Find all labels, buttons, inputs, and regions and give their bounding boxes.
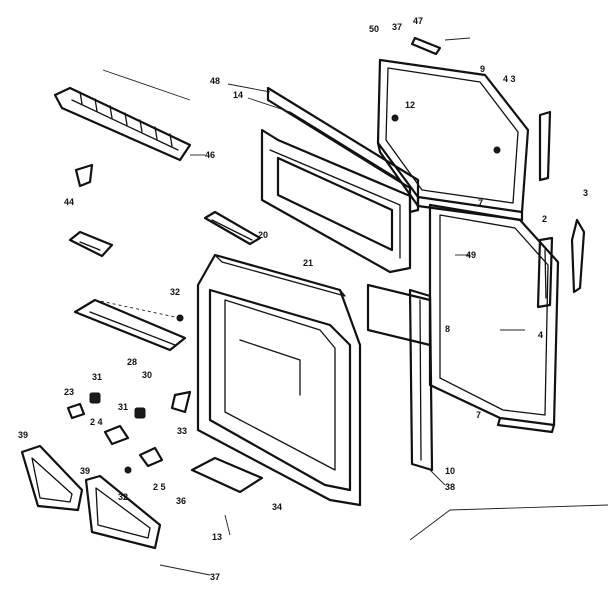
gasket-left <box>20 444 84 512</box>
door-handle <box>570 218 586 294</box>
inner-frame <box>366 283 432 347</box>
hinge-bracket <box>536 236 554 309</box>
label-44: 44 <box>64 197 74 207</box>
door-rack <box>53 86 192 162</box>
label-43: 4 3 <box>503 74 516 84</box>
label-38: 38 <box>445 482 455 492</box>
freezer-liner <box>260 86 420 274</box>
label-39b: 39 <box>80 466 90 476</box>
label-49: 49 <box>466 250 476 260</box>
label-31b: 31 <box>118 402 128 412</box>
label-47: 47 <box>413 16 423 26</box>
label-23: 23 <box>64 387 74 397</box>
crisper-pan <box>73 298 187 352</box>
gasket-right <box>84 474 162 550</box>
handle-cover-top <box>410 36 471 56</box>
label-3: 3 <box>583 188 588 198</box>
right-edge-bracket <box>538 110 552 182</box>
label-28: 28 <box>127 357 137 367</box>
fresh-food-door <box>428 203 560 434</box>
light-cover <box>68 230 114 258</box>
label-9: 9 <box>480 64 485 74</box>
label-2: 2 <box>542 214 547 224</box>
small-parts <box>66 314 192 474</box>
label-8: 8 <box>445 324 450 334</box>
shelf-20 <box>203 210 262 246</box>
label-34: 34 <box>272 502 282 512</box>
label-36: 36 <box>176 496 186 506</box>
fresh-food-liner <box>196 253 362 507</box>
bottom-tray <box>190 456 264 494</box>
label-30: 30 <box>142 370 152 380</box>
label-48: 48 <box>210 76 220 86</box>
label-46: 46 <box>205 150 215 160</box>
label-12: 12 <box>405 100 415 110</box>
label-37a: 37 <box>392 22 402 32</box>
label-10: 10 <box>445 466 455 476</box>
freezer-door <box>376 58 530 222</box>
label-31a: 31 <box>92 372 102 382</box>
label-7b: 7 <box>476 410 481 420</box>
label-32a: 32 <box>170 287 180 297</box>
label-39a: 39 <box>18 430 28 440</box>
part-labels: 50 37 47 4 3 48 14 46 44 20 21 49 3 2 4 … <box>18 16 588 582</box>
label-33: 33 <box>177 426 187 436</box>
bracket-44 <box>74 163 94 188</box>
label-50: 50 <box>369 24 379 34</box>
label-37b: 37 <box>210 572 220 582</box>
label-7a: 7 <box>478 198 483 208</box>
label-24: 2 4 <box>90 417 103 427</box>
label-32b: 32 <box>118 492 128 502</box>
label-14a: 14 <box>233 90 243 100</box>
label-21: 21 <box>303 258 313 268</box>
label-20: 20 <box>258 230 268 240</box>
leader-lines <box>102 69 608 576</box>
label-25: 2 5 <box>153 482 166 492</box>
label-13: 13 <box>212 532 222 542</box>
vertical-rail <box>408 288 434 472</box>
label-4: 4 <box>538 330 543 340</box>
